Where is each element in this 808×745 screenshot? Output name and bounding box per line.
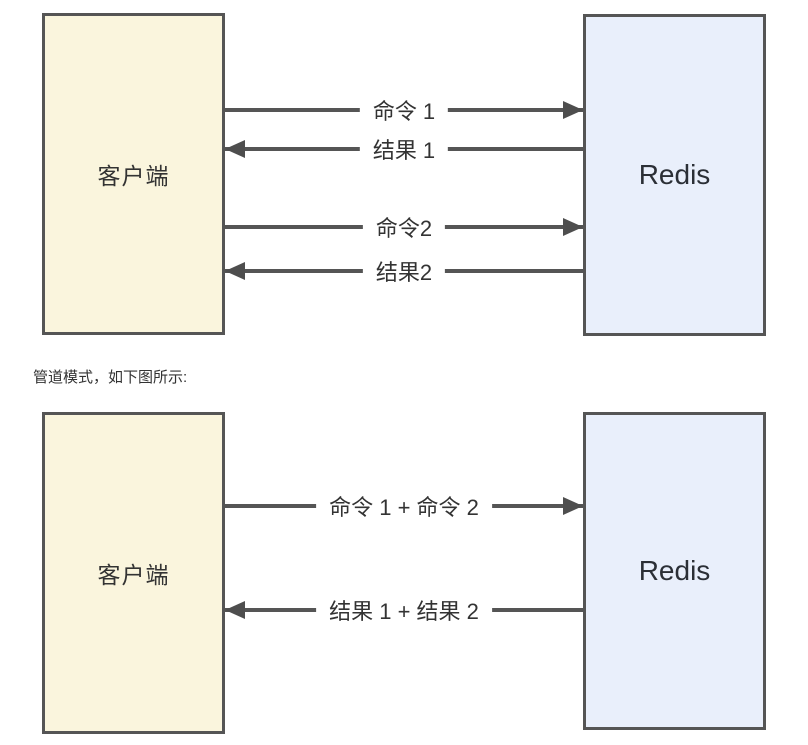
redis-box: Redis xyxy=(583,412,766,730)
client-box: 客户端 xyxy=(42,13,225,335)
arrowhead-left-icon xyxy=(225,262,245,280)
arrowhead-right-icon xyxy=(563,218,583,236)
arrow-label: 命令 1 + 命令 2 xyxy=(316,490,492,522)
arrowhead-left-icon xyxy=(225,601,245,619)
arrow-label: 结果 1 + 结果 2 xyxy=(316,594,492,626)
redis-box-label: Redis xyxy=(638,555,711,586)
arrow-label: 命令 1 xyxy=(359,94,449,126)
redis-box: Redis xyxy=(583,14,766,336)
arrow-label: 命令2 xyxy=(362,211,446,243)
arrow-label: 结果 1 xyxy=(359,133,449,165)
arrowhead-right-icon xyxy=(563,101,583,119)
redis-box-label: Redis xyxy=(638,159,711,190)
client-box-label: 客户端 xyxy=(97,562,170,588)
pipeline-mode-caption: 管道模式，如下图所示: xyxy=(33,369,188,386)
arrowhead-left-icon xyxy=(225,140,245,158)
client-box-label: 客户端 xyxy=(97,163,170,189)
client-box: 客户端 xyxy=(42,412,225,734)
arrowhead-right-icon xyxy=(563,497,583,515)
arrow-label: 结果2 xyxy=(362,255,446,287)
